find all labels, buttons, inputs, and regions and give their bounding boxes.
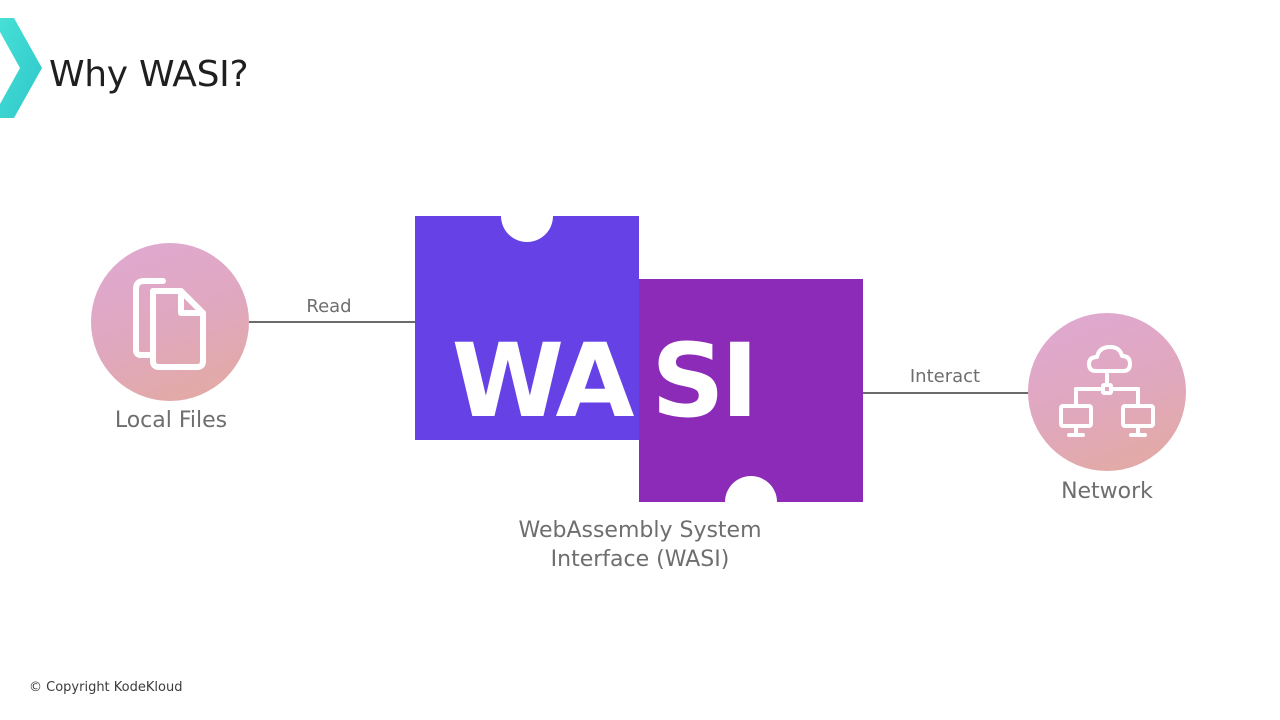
wasi-logo-left-block xyxy=(415,216,639,440)
wasi-caption-line-2: Interface (WASI) xyxy=(550,547,730,572)
slide-title: Why WASI? xyxy=(49,54,249,95)
wasi-caption-line-1: WebAssembly System xyxy=(518,518,762,543)
read-connector-line xyxy=(249,321,416,323)
wasi-logo-right-text: SI xyxy=(651,322,754,441)
cloud-network-icon xyxy=(1059,345,1155,437)
local-files-node xyxy=(91,243,249,401)
interact-connector-line xyxy=(863,392,1029,394)
local-files-label: Local Files xyxy=(114,408,228,433)
copy-files-icon xyxy=(133,278,206,370)
wasi-caption: WebAssembly System Interface (WASI) xyxy=(490,516,790,574)
wasi-logo-right-block xyxy=(639,279,863,502)
copyright-notice: © Copyright KodeKloud xyxy=(29,680,183,695)
network-node xyxy=(1028,313,1186,471)
read-connector-label: Read xyxy=(306,296,352,317)
brand-chevron-icon xyxy=(0,18,42,118)
wasi-logo-left-text: WA xyxy=(452,322,635,441)
network-label: Network xyxy=(1061,479,1153,504)
interact-connector-label: Interact xyxy=(909,366,981,387)
